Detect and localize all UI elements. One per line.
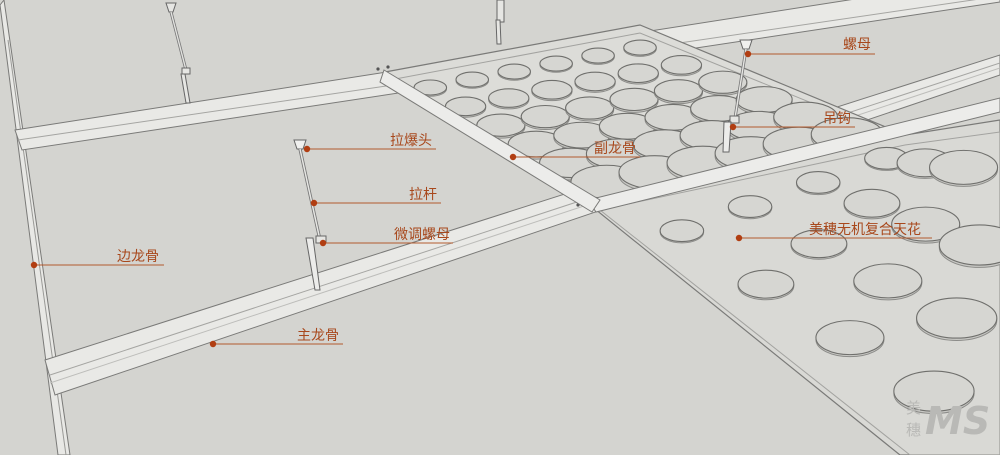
label-ceiling-panel: 美穗无机复合天花 — [809, 221, 921, 238]
panel-hole-rim — [653, 79, 704, 103]
panel-hole-rim — [737, 269, 795, 299]
panel-hole-rim — [520, 104, 570, 129]
dot-secondary-keel — [509, 153, 517, 161]
leader-dots — [30, 50, 752, 348]
panel-hole-rim — [539, 55, 573, 72]
panel-hole-rim — [455, 71, 490, 88]
panel-hole-rim — [727, 195, 773, 219]
dot-rod — [310, 199, 318, 207]
panel-hole-rim — [617, 63, 659, 84]
leaders — [34, 53, 932, 345]
panel-hole-rim — [893, 370, 975, 412]
dot-expansion-bolt — [303, 145, 311, 153]
panel-hole-rim — [795, 170, 841, 194]
panel-hole-rim — [929, 149, 999, 185]
label-secondary-keel: 副龙骨 — [594, 141, 636, 157]
label-adjust-nut: 微调螺母 — [394, 227, 450, 243]
panel-holes-front — [659, 146, 1000, 414]
label-hanger-hook: 吊钩 — [823, 111, 851, 127]
watermark: 美 穗 MS — [906, 399, 990, 443]
panel-hole-rim — [623, 39, 657, 56]
panel-hole-rim — [565, 96, 615, 120]
label-edge-keel: 边龙骨 — [117, 249, 159, 265]
dot-hanger-hook — [729, 123, 737, 131]
dot-edge-keel — [30, 261, 38, 269]
panel-hole-rim — [698, 70, 748, 94]
hanger-right — [722, 39, 753, 153]
watermark-mark: MS — [925, 399, 990, 443]
panel-hole-rim — [815, 320, 885, 356]
ceiling-panel-front — [588, 119, 1000, 455]
panel-hole-rim — [659, 219, 705, 243]
hanger-front — [293, 139, 327, 291]
panel-hole-rim — [609, 87, 659, 112]
panel-hole-rim — [497, 63, 531, 80]
dot-ceiling-panel — [735, 234, 743, 242]
panel-hole-rim — [476, 113, 526, 137]
panel-hole-rim — [853, 263, 923, 299]
label-nut: 螺母 — [843, 37, 871, 53]
panel-hole-rim — [891, 206, 961, 242]
hanger-left-back — [165, 2, 191, 104]
panel-hole-rim — [444, 96, 487, 117]
panel-hole-rim — [574, 71, 616, 92]
panel-hole-rim — [581, 47, 615, 64]
dot-main-keel — [209, 340, 217, 348]
label-expansion-bolt: 拉爆头 — [390, 133, 432, 149]
panel-hole-rim — [531, 79, 573, 100]
watermark-line1: 美 — [906, 399, 921, 417]
panel-hole-rim — [488, 88, 530, 108]
panel-hole-rim — [660, 55, 703, 75]
hanger-back-top — [495, 0, 505, 45]
panel-hole-rim — [938, 224, 1000, 266]
label-main-keel: 主龙骨 — [297, 328, 339, 344]
panel-hole-rim — [790, 229, 848, 259]
panel-hole-rim — [916, 297, 998, 339]
label-rod: 拉杆 — [409, 187, 437, 203]
dot-adjust-nut — [319, 239, 327, 247]
panel-hole-rim — [843, 188, 901, 218]
watermark-line2: 穗 — [906, 421, 921, 439]
dot-nut — [744, 50, 752, 58]
